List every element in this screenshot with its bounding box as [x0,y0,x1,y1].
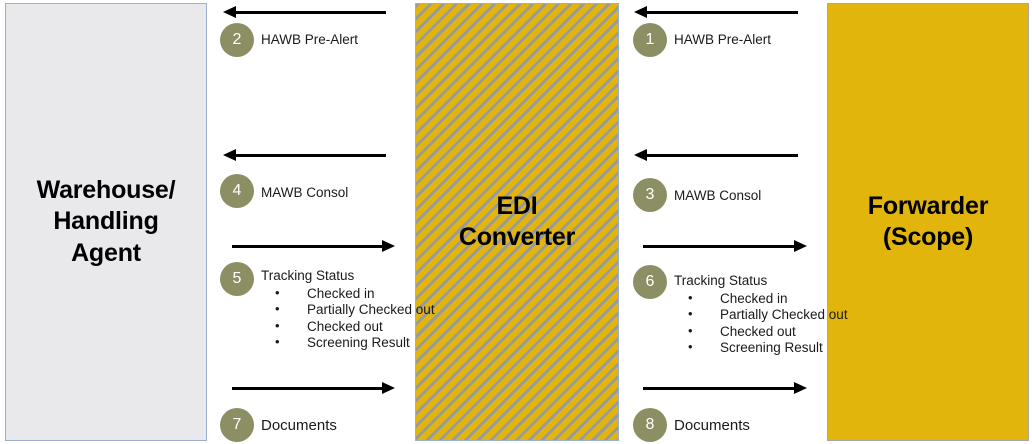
arrow-head-icon [634,6,647,18]
actor-box-forwarder: Forwarder (Scope) [827,3,1029,441]
bullet-item: Partially Checked out [674,306,848,323]
bullet-item: Checked out [674,323,848,340]
arrow-left-4 [223,149,395,161]
arrow-shaft [232,245,386,248]
step-badge-7[interactable]: 7 [220,408,254,442]
step-badge-5[interactable]: 5 [220,262,254,296]
step-label-8: Documents [674,417,750,435]
bullet-item: Screening Result [261,334,435,351]
step-badge-1[interactable]: 1 [633,23,667,57]
step-badge-6[interactable]: 6 [633,265,667,299]
arrow-head-icon [223,149,236,161]
actor-label-edi-converter: EDI Converter [458,191,576,252]
step-bullets-6: Checked in Partially Checked out Checked… [674,290,848,357]
arrow-head-icon [634,149,647,161]
step-bullets-5: Checked in Partially Checked out Checked… [261,285,435,352]
arrow-left-3 [634,149,807,161]
step-title-5: Tracking Status [261,268,355,283]
arrow-left-2 [223,6,395,18]
arrow-right-5 [223,240,395,252]
arrow-shaft [232,387,386,390]
arrow-shaft [643,11,798,14]
arrow-shaft [643,387,798,390]
arrow-shaft [232,154,386,157]
step-label-1: HAWB Pre-Alert [674,32,771,48]
step-label-3: MAWB Consol [674,188,761,204]
arrow-right-8 [634,382,807,394]
step-badge-8[interactable]: 8 [633,408,667,442]
arrow-head-icon [223,6,236,18]
step-label-2: HAWB Pre-Alert [261,32,358,48]
bullet-item: Partially Checked out [261,301,435,318]
arrow-shaft [643,154,798,157]
step-title-1: HAWB Pre-Alert [674,32,772,47]
bullet-item: Checked in [261,285,435,302]
step-label-4: MAWB Consol [261,185,348,201]
actor-box-edi-converter: EDI Converter [415,3,619,441]
arrow-head-icon [382,382,395,394]
step-badge-4[interactable]: 4 [220,174,254,208]
arrow-head-icon [794,382,807,394]
step-title-3: MAWB Consol [674,188,762,203]
arrow-shaft [643,245,798,248]
step-title-4: MAWB Consol [261,185,349,200]
step-title-6: Tracking Status [674,273,768,288]
step-title-2: HAWB Pre-Alert [261,32,359,47]
arrow-head-icon [794,240,807,252]
bullet-item: Checked out [261,318,435,335]
actor-box-warehouse: Warehouse/ Handling Agent [5,3,207,441]
arrow-left-1 [634,6,807,18]
step-label-7: Documents [261,417,337,435]
step-badge-2[interactable]: 2 [220,23,254,57]
arrow-right-7 [223,382,395,394]
actor-label-warehouse: Warehouse/ Handling Agent [36,175,176,267]
actor-label-forwarder: Forwarder (Scope) [867,191,989,252]
step-badge-3[interactable]: 3 [633,178,667,212]
arrow-right-6 [634,240,807,252]
bullet-item: Screening Result [674,339,848,356]
arrow-shaft [232,11,386,14]
arrow-head-icon [382,240,395,252]
step-label-6: Tracking Status Checked in Partially Che… [674,273,848,357]
step-label-5: Tracking Status Checked in Partially Che… [261,268,435,352]
step-title-8: Documents [674,417,750,434]
step-title-7: Documents [261,417,337,434]
bullet-item: Checked in [674,290,848,307]
